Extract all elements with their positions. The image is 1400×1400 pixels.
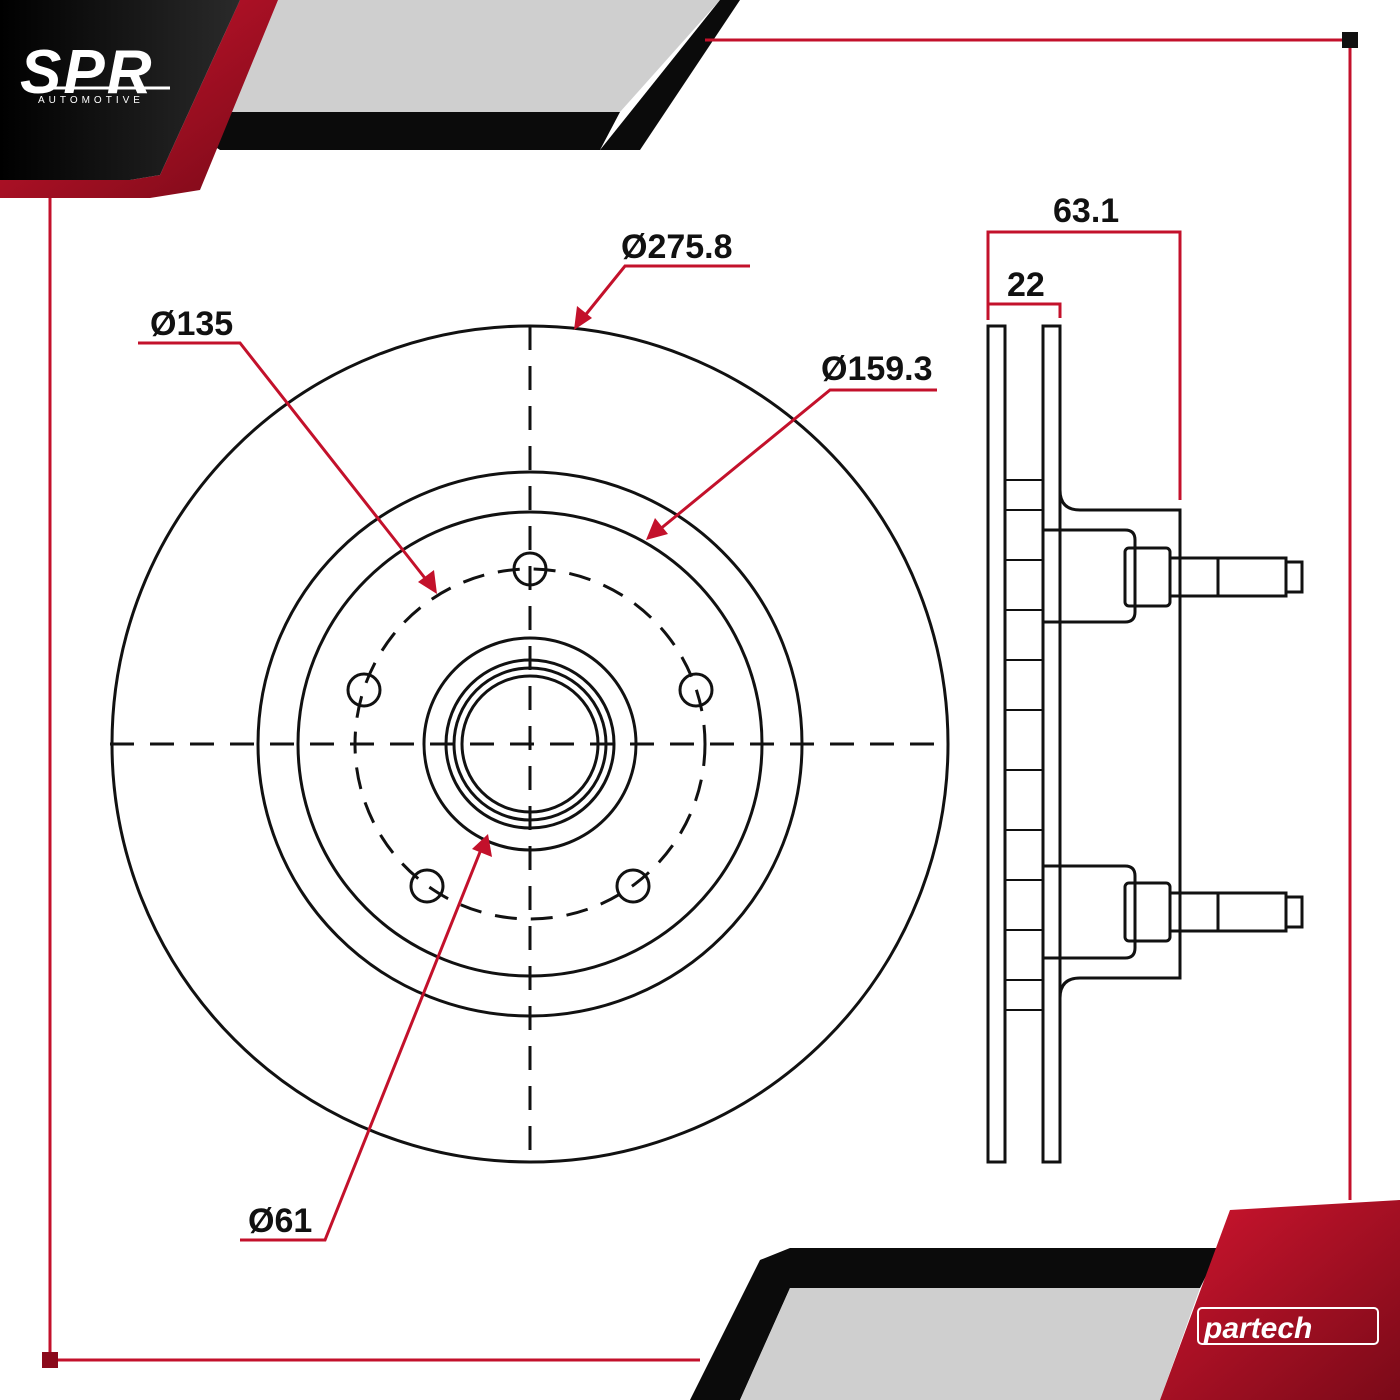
leader-bolt-circle bbox=[138, 341, 430, 583]
rotor-front-view bbox=[110, 324, 950, 1164]
partech-logo: partech bbox=[1197, 1307, 1379, 1345]
banner-red-band bbox=[0, 0, 278, 198]
banner-black-stripe bbox=[205, 112, 620, 150]
logo-black-block bbox=[0, 0, 240, 180]
banner-dark-edge bbox=[600, 0, 740, 150]
dimension-leaders bbox=[138, 230, 1182, 1242]
banner-bottom-grey bbox=[740, 1288, 1200, 1400]
frame bbox=[48, 38, 1352, 1362]
logo-name: SPR bbox=[20, 38, 153, 107]
arrow-bolt-circle bbox=[418, 570, 437, 594]
lug-hole-2 bbox=[678, 672, 714, 708]
hub-flange-bottom bbox=[1043, 864, 1137, 960]
frame-corner-bl bbox=[42, 1352, 58, 1368]
lug-hole-5 bbox=[346, 672, 382, 708]
lug-hole-4 bbox=[409, 868, 445, 904]
logo-subtitle: AUTOMOTIVE bbox=[38, 95, 144, 106]
label-bolt-circle: Ø135 bbox=[150, 305, 233, 343]
arrow-outer-diameter bbox=[574, 306, 592, 330]
rotor-side-view bbox=[986, 324, 1304, 1164]
wheel-stud-top bbox=[1123, 546, 1304, 608]
arrow-center-bore bbox=[472, 834, 492, 857]
leader-hat-diameter bbox=[658, 388, 937, 532]
vent-slots bbox=[1005, 479, 1043, 1011]
wheel-stud-bottom bbox=[1123, 881, 1304, 943]
top-left-banner bbox=[0, 0, 740, 198]
leader-center-bore bbox=[240, 846, 484, 1242]
leader-outer-diameter bbox=[581, 264, 750, 319]
rotor-plate-right bbox=[1041, 324, 1062, 1164]
brand-name: partech bbox=[1203, 1312, 1312, 1345]
hat-profile bbox=[1058, 489, 1182, 999]
bottom-right-banner bbox=[690, 1200, 1400, 1400]
hub-flange-top bbox=[1043, 528, 1137, 624]
label-outer-diameter: Ø275.8 bbox=[621, 228, 733, 266]
partech-badge bbox=[1197, 1307, 1379, 1345]
dim-overall-height bbox=[986, 230, 1182, 500]
banner-bottom-red bbox=[1160, 1200, 1400, 1400]
lug-hole-3 bbox=[615, 868, 651, 904]
arrow-hat-diameter bbox=[646, 518, 668, 540]
banner-grey-stripe bbox=[220, 0, 720, 112]
rotor-plate-left bbox=[986, 324, 1007, 1164]
spr-logo: SPR AUTOMOTIVE bbox=[20, 38, 170, 107]
dimension-labels: Ø275.8 Ø135 Ø159.3 Ø61 63.1 22 bbox=[150, 192, 1119, 1240]
frame-corner-tr bbox=[1342, 32, 1358, 48]
label-hat-diameter: Ø159.3 bbox=[821, 350, 933, 388]
label-rotor-thickness: 22 bbox=[1007, 266, 1045, 304]
dim-rotor-thickness bbox=[988, 302, 1062, 318]
label-overall-height: 63.1 bbox=[1053, 192, 1119, 230]
label-center-bore: Ø61 bbox=[248, 1202, 312, 1240]
banner-bottom-black bbox=[690, 1248, 1220, 1400]
dimension-arrowheads bbox=[418, 306, 668, 857]
